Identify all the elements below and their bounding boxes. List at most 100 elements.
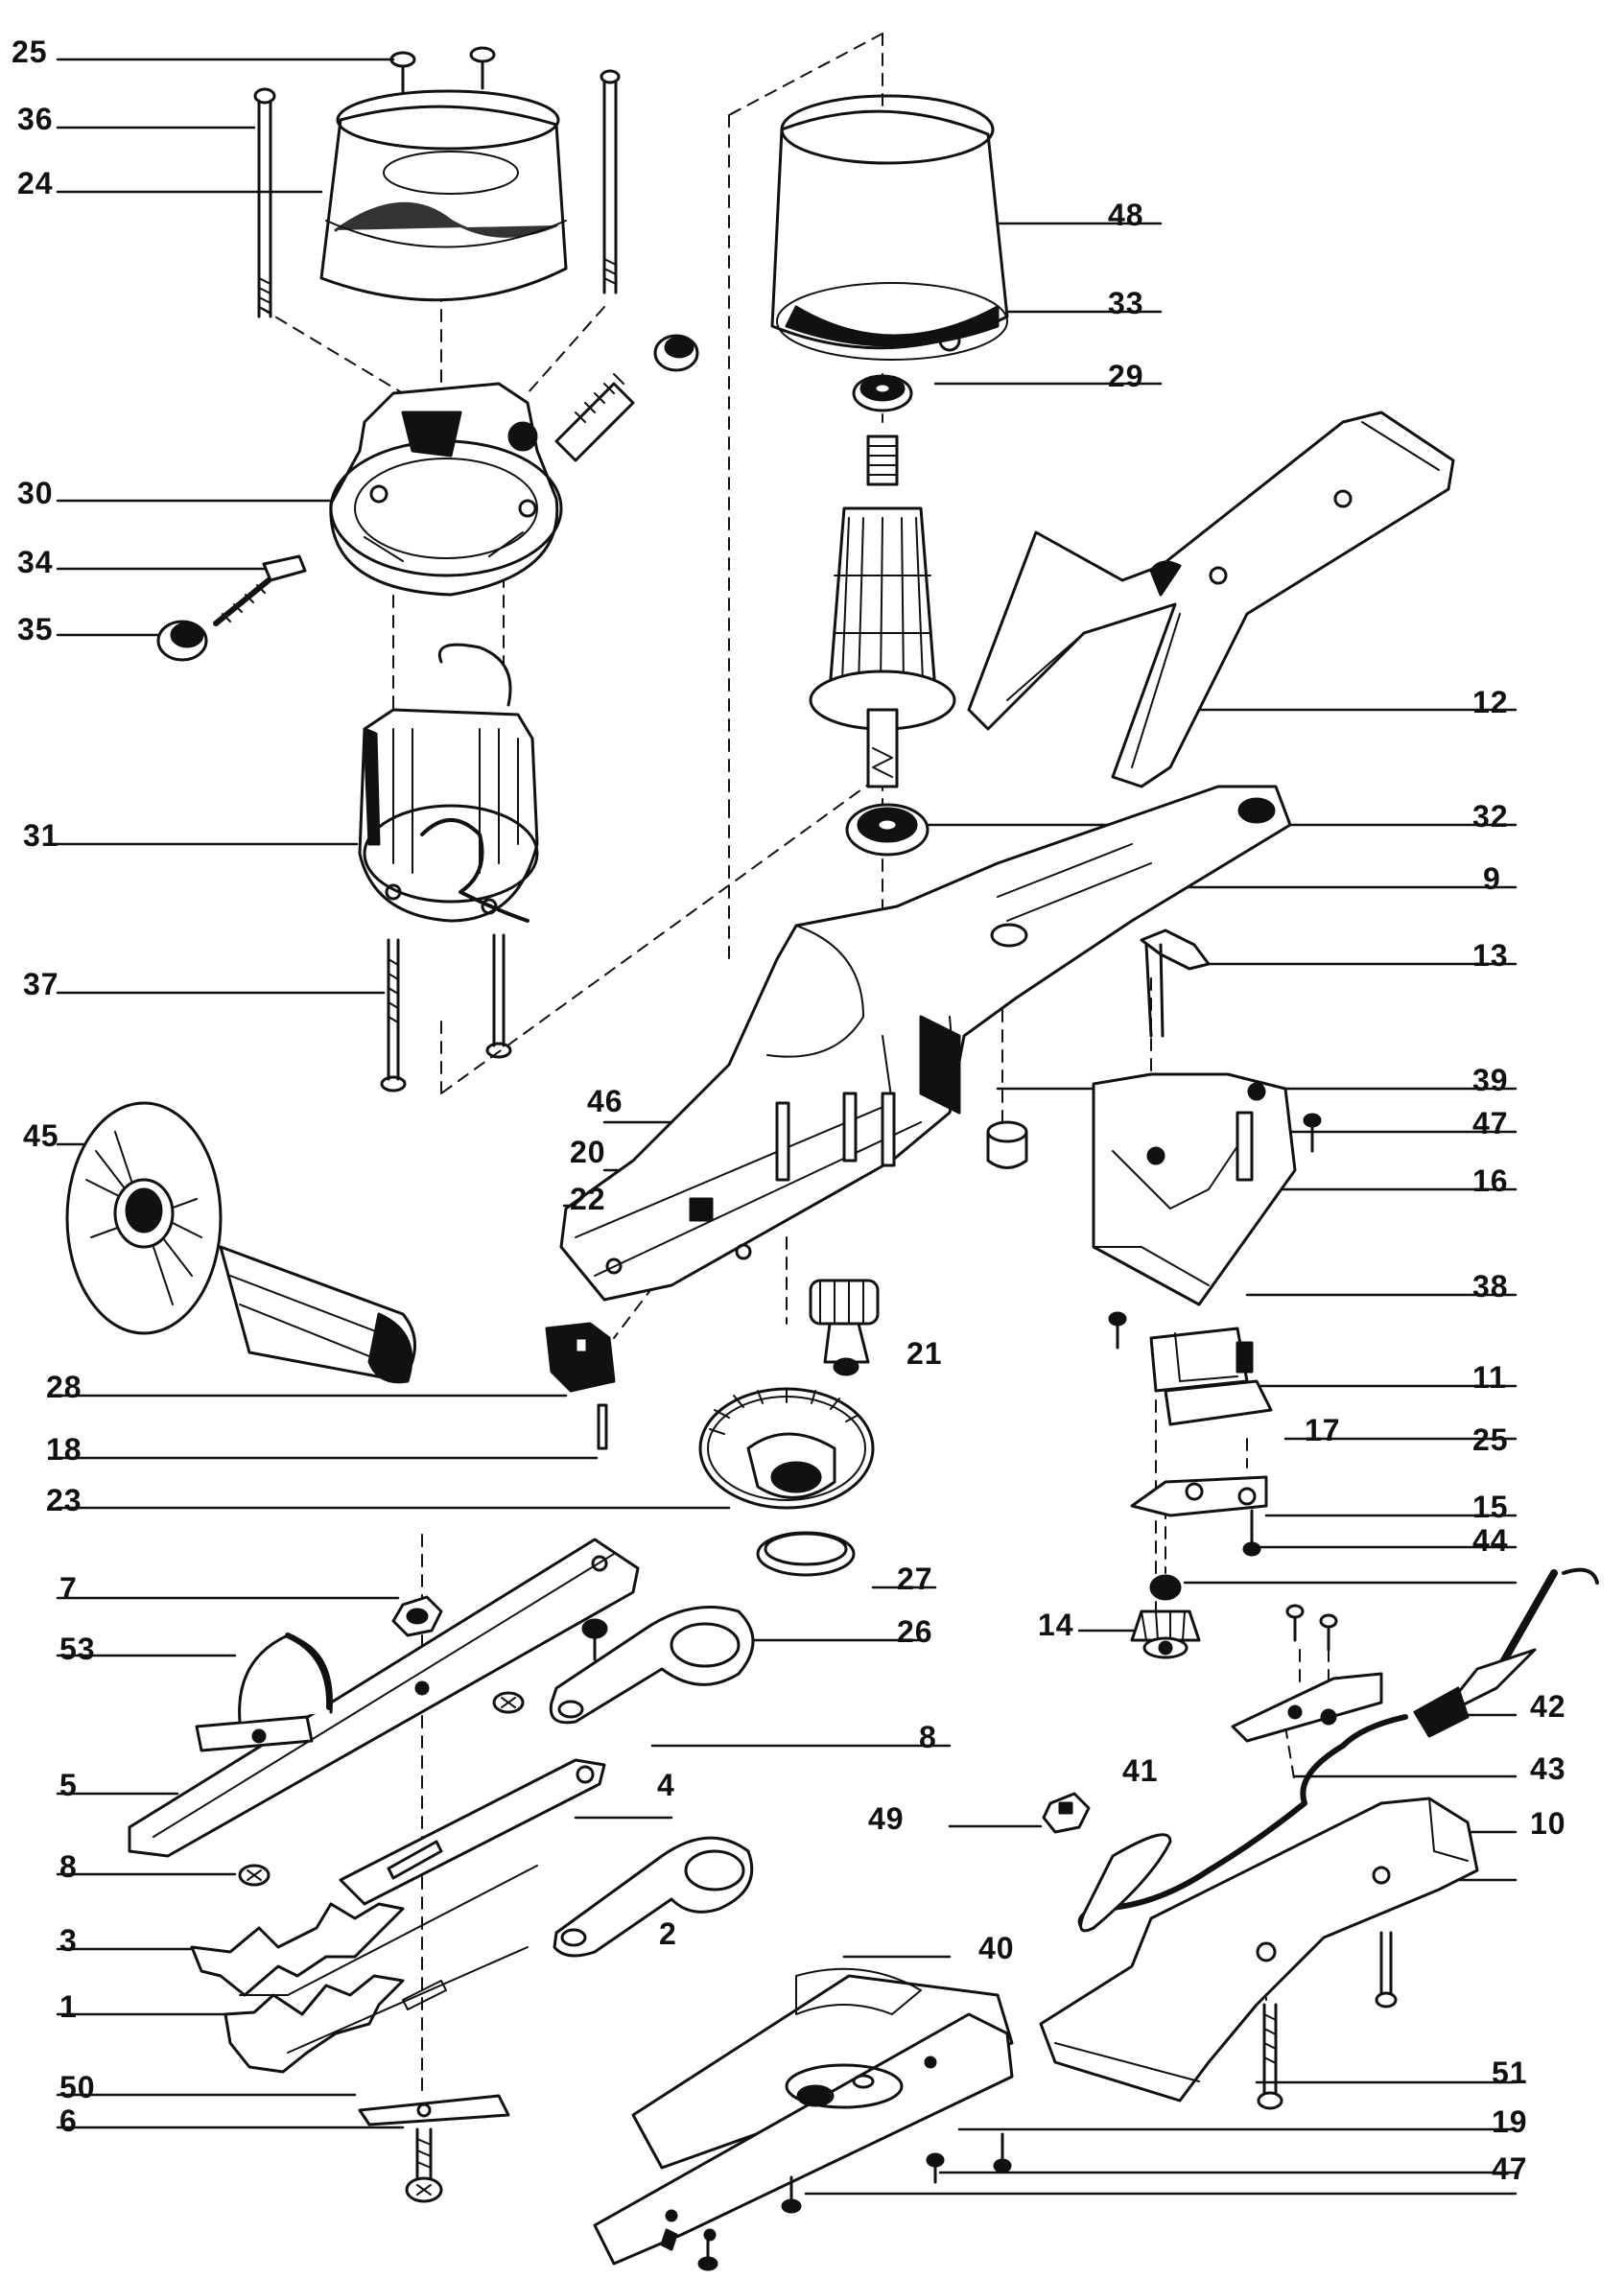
callout-label-c47a: 47 <box>1472 1106 1509 1140</box>
callout-label-c15: 15 <box>1472 1490 1509 1524</box>
gear-housing-cap-48 <box>770 94 1009 361</box>
callout-label-c41: 41 <box>1122 1753 1159 1788</box>
brush-spring-upper <box>554 334 699 462</box>
callout-label-c43: 43 <box>1530 1751 1566 1786</box>
bearing-33 <box>852 374 913 412</box>
callout-label-c51: 51 <box>1492 2056 1528 2090</box>
callout-label-c2: 2 <box>659 1916 677 1951</box>
callout-label-c10: 10 <box>1530 1806 1566 1841</box>
callout-label-c25b: 25 <box>1472 1422 1509 1457</box>
callout-label-c46: 46 <box>587 1084 624 1118</box>
callout-label-c45: 45 <box>23 1118 59 1153</box>
callout-label-c35: 35 <box>17 612 54 646</box>
blade-5 <box>128 1538 640 1858</box>
switch-housing-16 <box>1092 1072 1297 1306</box>
clamp-pin-13 <box>1140 928 1211 1038</box>
long-bolt-36 <box>253 69 621 318</box>
callout-label-c30: 30 <box>17 476 54 510</box>
callout-label-c44: 44 <box>1472 1523 1509 1558</box>
callout-label-c19: 19 <box>1492 2104 1528 2139</box>
callout-label-c18: 18 <box>46 1432 82 1467</box>
callout-label-c28: 28 <box>46 1370 82 1404</box>
callout-label-c42: 42 <box>1530 1689 1566 1724</box>
pins-20-22-46 <box>775 1092 896 1182</box>
brush-cap-35 <box>156 620 208 662</box>
switch-38-11 <box>1149 1327 1273 1426</box>
switch-plate-17 <box>1130 1475 1268 1517</box>
callout-label-c39: 39 <box>1472 1063 1509 1097</box>
ring-27 <box>756 1531 856 1577</box>
callout-label-c22: 22 <box>570 1182 606 1216</box>
callout-label-c34: 34 <box>17 545 54 579</box>
bearing-32 <box>845 803 930 857</box>
base-plate-40 <box>631 1967 1014 2170</box>
callout-label-c13: 13 <box>1472 938 1509 973</box>
base-plate-19 <box>593 2012 1014 2266</box>
side-handle-45 <box>65 1101 416 1384</box>
callout-label-c36: 36 <box>17 102 54 136</box>
crank-2 <box>553 1836 754 1958</box>
screw-25-top <box>389 46 496 93</box>
callout-label-c26: 26 <box>897 1614 933 1649</box>
pinion-21 <box>809 1279 880 1376</box>
callout-label-c7: 7 <box>59 1571 78 1606</box>
screw-small-1 <box>1108 1311 1127 1350</box>
callout-label-c49: 49 <box>868 1801 905 1836</box>
callout-label-c24: 24 <box>17 166 54 200</box>
armature-29 <box>809 435 956 788</box>
power-cord-42 <box>1413 1567 1599 1738</box>
motor-housing-30 <box>329 382 563 597</box>
callout-label-c20: 20 <box>570 1135 606 1169</box>
callout-label-c48: 48 <box>1108 198 1144 232</box>
callout-label-c33: 33 <box>1108 286 1144 320</box>
crank-26 <box>549 1606 755 1725</box>
screw-8-pair <box>238 1618 608 1887</box>
callout-label-c37: 37 <box>23 967 59 1001</box>
rear-handle-12 <box>967 411 1455 788</box>
screws-37 <box>380 933 512 1093</box>
grommet-49 <box>1042 1792 1091 1834</box>
callout-label-c53: 53 <box>59 1632 96 1666</box>
callout-label-c38: 38 <box>1472 1269 1509 1304</box>
callout-label-c11: 11 <box>1472 1360 1507 1395</box>
callout-label-c16: 16 <box>1472 1163 1509 1198</box>
blade-1 <box>224 1946 529 2074</box>
callout-label-c31: 31 <box>23 818 59 853</box>
callout-label-c32: 32 <box>1472 799 1509 834</box>
callout-label-c4: 4 <box>657 1768 675 1802</box>
screw-25-lower <box>1242 1509 1261 1557</box>
callout-label-c6: 6 <box>59 2103 78 2138</box>
callout-label-c5: 5 <box>59 1768 78 1802</box>
screws-47-bottom <box>697 2132 1012 2271</box>
callout-label-c1: 1 <box>59 1989 78 2024</box>
field-coil-31 <box>358 643 539 923</box>
callout-label-c25a: 25 <box>12 35 48 69</box>
cord-clamp-plate <box>1231 1672 1383 1743</box>
cord-43-41 <box>1077 1714 1408 1933</box>
clip-28 <box>545 1322 616 1393</box>
callout-label-c40: 40 <box>978 1931 1015 1965</box>
callout-label-c21: 21 <box>906 1336 943 1371</box>
blade-3 <box>190 1865 538 1997</box>
nut-7 <box>391 1595 443 1637</box>
callout-label-c47b: 47 <box>1492 2151 1528 2186</box>
carbon-brush-34 <box>213 554 307 626</box>
bushing-39 <box>986 1120 1028 1169</box>
callout-label-c3: 3 <box>59 1923 78 1958</box>
screws-44 <box>1285 1604 1338 1652</box>
screw-47-top <box>1303 1113 1322 1153</box>
bracket-53 <box>195 1633 333 1752</box>
screw-51 <box>1257 1931 1398 2110</box>
plate-50 <box>358 2094 510 2126</box>
fan-cover-24 <box>319 89 568 302</box>
spur-gear-23 <box>698 1387 875 1510</box>
callout-label-c8a: 8 <box>919 1720 937 1754</box>
callout-label-c12: 12 <box>1472 685 1509 719</box>
guard-10 <box>1039 1797 1479 2103</box>
callout-label-c14: 14 <box>1038 1608 1074 1642</box>
gear-housing-9 <box>559 785 1292 1302</box>
bolt-6 <box>405 2127 443 2203</box>
callout-label-c17: 17 <box>1305 1413 1341 1447</box>
callout-label-c23: 23 <box>46 1483 82 1517</box>
